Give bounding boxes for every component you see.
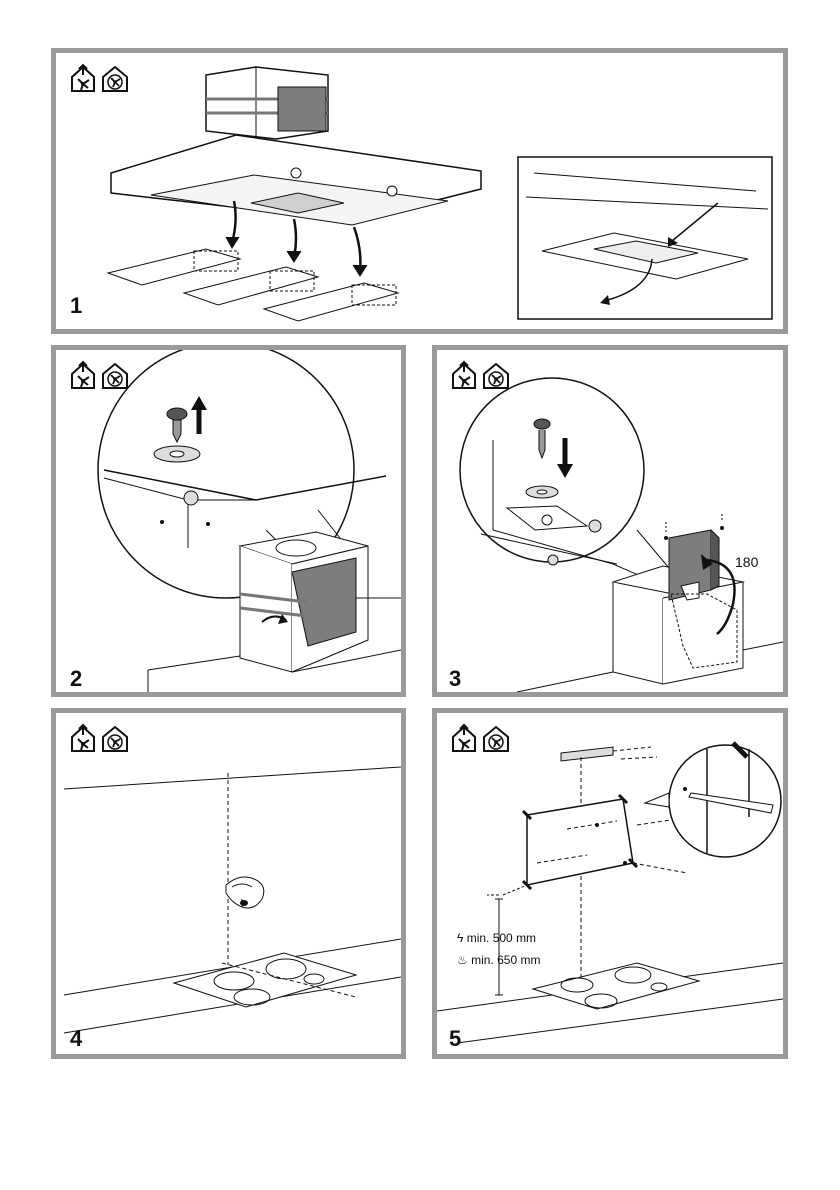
rotation-label: 180 (735, 554, 758, 570)
step-1-number: 1 (70, 295, 82, 317)
step-2-illustration (56, 350, 401, 692)
step-4-illustration (56, 713, 401, 1054)
step-5-number: 5 (449, 1028, 461, 1050)
step-3-number: 3 (449, 668, 461, 690)
min-electric-value: min. 500 mm (467, 931, 536, 945)
min-electric-label: ϟ min. 500 mm (457, 931, 536, 945)
step-2-number: 2 (70, 668, 82, 690)
step-5-panel: ϟ min. 500 mm ♨ min. 650 mm 5 (432, 708, 788, 1059)
step-4-panel: 4 (51, 708, 406, 1059)
min-gas-label: ♨ min. 650 mm (457, 953, 540, 967)
gas-flame-icon: ♨ (457, 953, 468, 967)
electric-bolt-icon: ϟ (457, 931, 463, 945)
step-1-panel: 1 (51, 48, 788, 334)
step-3-illustration (437, 350, 783, 692)
step-2-panel: 2 (51, 345, 406, 697)
min-gas-value: min. 650 mm (471, 953, 540, 967)
step-3-panel: 180 3 (432, 345, 788, 697)
step-5-illustration (437, 713, 783, 1054)
step-1-illustration (56, 53, 783, 329)
step-4-number: 4 (70, 1028, 82, 1050)
